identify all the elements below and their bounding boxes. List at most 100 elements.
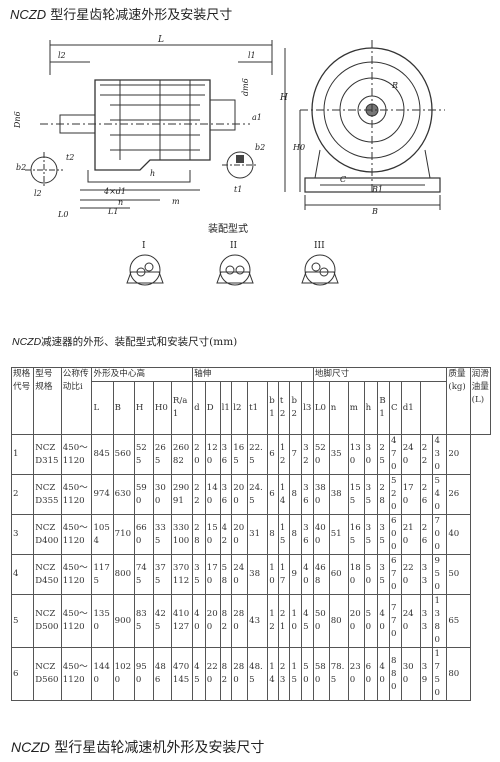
cell-value: 520 [312, 434, 330, 475]
label-b2-b: b2 [255, 143, 265, 152]
cell-value: 82 [219, 647, 233, 701]
cell-value: 155 [347, 474, 365, 515]
cell-spec-no: 4 [10, 554, 35, 595]
cell-ratio: 450～1120 [60, 594, 93, 648]
cell-value: 36 [301, 514, 314, 555]
subheader-cell: n [328, 381, 349, 435]
cell-value: 950 [133, 647, 154, 701]
cell-value: 17 [277, 554, 291, 595]
cell-oil: 20 [446, 434, 471, 475]
assembly-title: 装配型式 [208, 222, 248, 235]
header-model: 型号规格 [33, 367, 62, 435]
cell-mass: 540 [432, 474, 448, 515]
label-a1: a1 [252, 113, 262, 122]
page-title: NCZD 型行星齿轮减速外形及安装尺寸 [10, 4, 232, 23]
cell-value: 400 [312, 514, 330, 555]
cell-spec-no: 6 [10, 647, 35, 701]
cell-value: 240 [231, 554, 249, 595]
cell-value: 880 [389, 647, 402, 701]
cell-value: 60 [363, 647, 379, 701]
cell-mass: 700 [432, 514, 448, 555]
cell-value: 25 [377, 434, 391, 475]
cell-value: 1350 [91, 594, 114, 648]
cell-value: 120 [204, 434, 221, 475]
cell-model: NCZD450 [33, 554, 62, 595]
cell-value: 260 82 [170, 434, 194, 475]
cell-value: 14 [267, 647, 279, 701]
cell-value: 22 [192, 474, 206, 515]
cell-value: 82 [219, 594, 233, 648]
cell-value: 33 [419, 554, 434, 595]
cell-value: 26 [419, 514, 434, 555]
cell-value: 300 [400, 647, 421, 701]
cell-value: 35 [363, 474, 379, 515]
cell-value: 30 [363, 434, 379, 475]
cell-value: 1020 [112, 647, 135, 701]
cell-value: 50 [363, 594, 379, 648]
cell-value: 10 [289, 594, 303, 648]
cell-value: 200 [231, 474, 249, 515]
cell-value: 35 [363, 514, 379, 555]
title-text: 型行星齿轮减速外形及安装尺寸 [50, 8, 233, 23]
cell-model: NCZD500 [33, 594, 62, 648]
label-H0: H0 [292, 143, 305, 152]
label-Dn6: Dn6 [13, 111, 22, 129]
subheader-cell: l3 [301, 381, 314, 435]
cell-value: 600 [389, 514, 402, 555]
cell-value: 845 [91, 434, 114, 475]
cell-oil: 80 [446, 647, 471, 701]
cell-spec-no: 1 [10, 434, 35, 475]
footer-title: NCZD 型行星齿轮减速机外形及安装尺寸 [11, 737, 264, 757]
cell-value: 45 [301, 594, 314, 648]
title-code: NCZD [10, 7, 47, 22]
subheader-cell: b2 [289, 381, 303, 435]
cell-model: NCZD355 [33, 474, 62, 515]
assembly-type-1: I [142, 241, 146, 251]
subheader-cell: H [133, 381, 154, 435]
cell-value: 42 [219, 514, 233, 555]
label-t2: t2 [66, 153, 74, 162]
cell-value: 486 [152, 647, 172, 701]
cell-value: 36 [219, 474, 233, 515]
label-holes: 4×d1 [103, 187, 126, 196]
cell-value: 22.5 [247, 434, 269, 475]
dimension-table: 规格代号 型号规格 公称传动比i 外形及中心高 轴伸 地脚尺寸 质量(kg) 润… [10, 367, 492, 701]
subheader-cell: C [389, 381, 402, 435]
cell-value: 800 [112, 554, 135, 595]
cell-value: 470 145 [170, 647, 194, 701]
cell-value: 33 [419, 594, 434, 648]
subheader-cell: B [112, 381, 135, 435]
subheader-cell: D [204, 381, 221, 435]
cell-value: 50 [301, 647, 314, 701]
cell-value: 40 [377, 647, 391, 701]
cell-value: 330 100 [170, 514, 194, 555]
cell-value: 220 [204, 647, 221, 701]
label-t1: t1 [234, 185, 242, 194]
cell-value: 1440 [91, 647, 114, 701]
cell-value: 26 [419, 474, 434, 515]
cell-value: 39 [419, 647, 434, 701]
cell-value: 9 [289, 554, 303, 595]
cell-value: 210 [400, 514, 421, 555]
cell-value: 630 [112, 474, 135, 515]
label-R: R [391, 81, 398, 90]
subheader-cell: L0 [312, 381, 330, 435]
label-B1: B1 [371, 185, 383, 194]
label-b2-a: b2 [16, 163, 26, 172]
cell-value: 28 [192, 514, 206, 555]
cell-value: 28 [377, 474, 391, 515]
cell-value: 40 [301, 554, 314, 595]
cell-value: 32 [301, 434, 314, 475]
subheader-cell: l1 [219, 381, 233, 435]
cell-value: 51 [328, 514, 349, 555]
cell-value: 170 [400, 474, 421, 515]
cell-value: 36 [219, 434, 233, 475]
assembly-type-2: II [230, 241, 238, 251]
cell-value: 410 127 [170, 594, 194, 648]
cell-value: 12 [267, 594, 279, 648]
subheader-cell: m [347, 381, 365, 435]
